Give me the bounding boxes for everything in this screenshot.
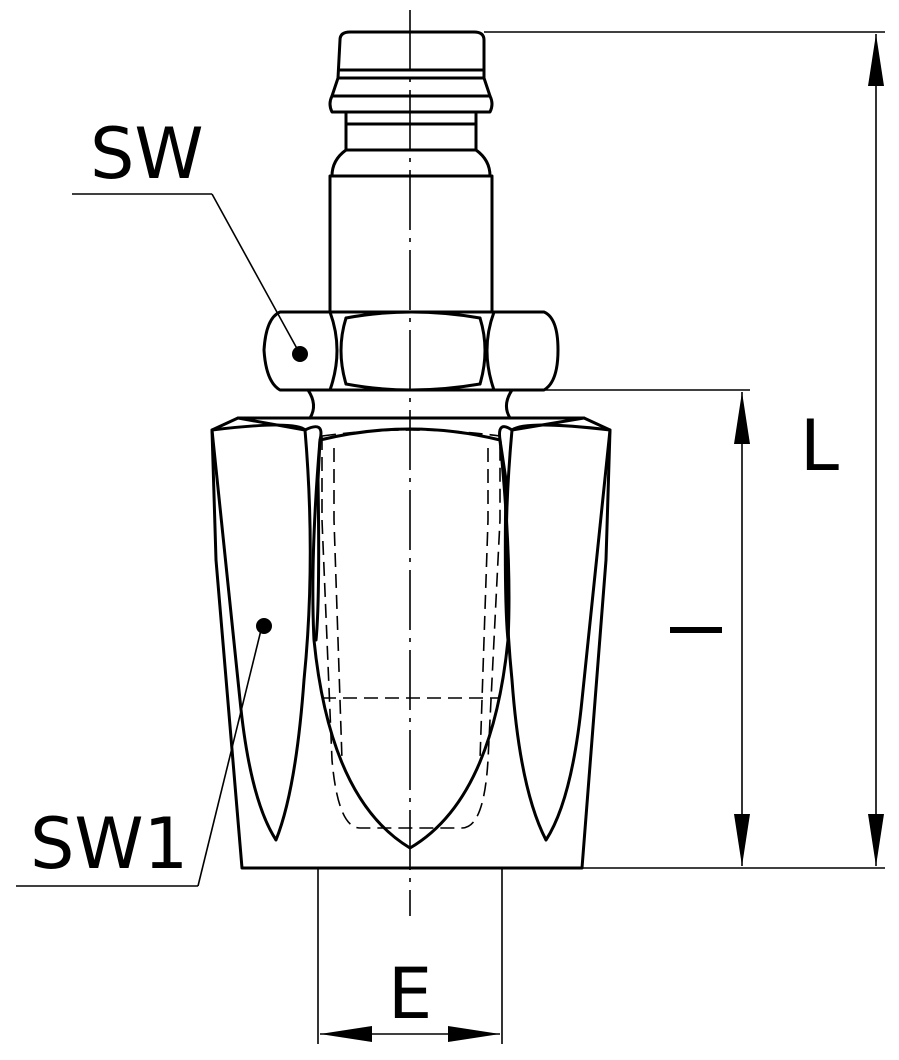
- right-petal: [504, 423, 612, 842]
- hex-nut: [262, 310, 560, 392]
- leader-sw1: SW1: [16, 618, 272, 887]
- hex-nut-outline: [262, 310, 560, 392]
- dimension-l-lower: l: [512, 389, 750, 866]
- shank: [328, 174, 494, 314]
- label-sw: SW: [90, 113, 204, 195]
- label-e: E: [388, 953, 432, 1035]
- left-petal: [210, 423, 312, 842]
- label-l-upper: L: [800, 405, 839, 487]
- nipple-head: [328, 30, 494, 178]
- sleeve-body: [210, 416, 612, 870]
- label-sw1: SW1: [30, 803, 188, 885]
- dimension-e: E: [317, 868, 503, 1044]
- dimension-l-upper: L: [484, 31, 885, 869]
- center-petal: [311, 427, 511, 850]
- sleeve-outline: [210, 416, 612, 870]
- leader-sw: SW: [72, 113, 308, 362]
- sleeve-left-flat: [236, 416, 323, 642]
